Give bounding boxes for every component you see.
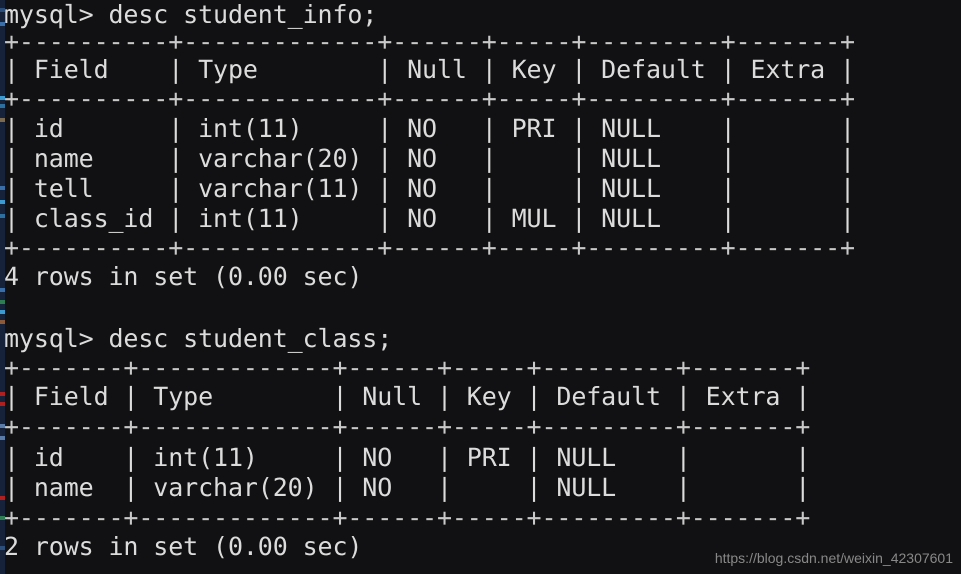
gutter-mark (0, 8, 5, 12)
terminal-line: 2 rows in set (0.00 sec) (4, 532, 363, 561)
gutter-mark (0, 402, 5, 406)
terminal-line: +----------+-------------+------+-----+-… (4, 84, 855, 113)
gutter-mark (0, 200, 5, 204)
gutter-mark (0, 516, 5, 520)
terminal-line: 4 rows in set (0.00 sec) (4, 262, 363, 291)
gutter-mark (0, 288, 5, 292)
gutter-mark (0, 310, 5, 314)
terminal-line: | tell | varchar(11) | NO | | NULL | | (4, 174, 855, 203)
gutter-mark (0, 424, 5, 428)
terminal-line: | name | varchar(20) | NO | | NULL | | (4, 473, 811, 502)
terminal-line: +----------+-------------+------+-----+-… (4, 233, 855, 262)
gutter-mark (0, 320, 5, 324)
editor-marker-gutter[interactable] (0, 0, 5, 574)
terminal-line: +-------+-------------+------+-----+----… (4, 353, 811, 382)
terminal-line: +----------+-------------+------+-----+-… (4, 27, 855, 56)
gutter-mark (0, 104, 5, 108)
gutter-mark (0, 214, 5, 218)
gutter-mark (0, 496, 5, 500)
terminal-line: mysql> desc student_class; (4, 324, 393, 353)
terminal-line: +-------+-------------+------+-----+----… (4, 412, 811, 441)
gutter-mark (0, 186, 5, 190)
gutter-mark (0, 300, 5, 304)
gutter-mark (0, 546, 5, 550)
watermark-text: https://blog.csdn.net/weixin_42307601 (714, 550, 953, 566)
gutter-mark (0, 96, 5, 100)
terminal-line: | Field | Type | Null | Key | Default | … (4, 55, 855, 84)
terminal-line: | Field | Type | Null | Key | Default | … (4, 382, 811, 411)
terminal-line: | id | int(11) | NO | PRI | NULL | | (4, 443, 811, 472)
gutter-mark (0, 118, 5, 122)
terminal-line: mysql> desc student_info; (4, 0, 378, 29)
gutter-mark (0, 22, 5, 26)
terminal-line: | id | int(11) | NO | PRI | NULL | | (4, 114, 855, 143)
gutter-mark (0, 436, 5, 440)
terminal-line: | class_id | int(11) | NO | MUL | NULL |… (4, 204, 855, 233)
terminal-line: | name | varchar(20) | NO | | NULL | | (4, 144, 855, 173)
gutter-mark (0, 392, 5, 396)
terminal-line: +-------+-------------+------+-----+----… (4, 503, 811, 532)
